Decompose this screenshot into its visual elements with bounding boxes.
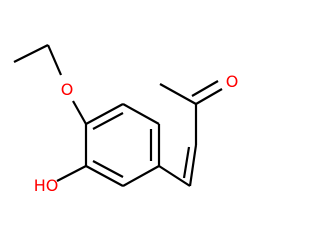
structure-diagram: O HO O xyxy=(13,44,239,195)
bond-ring-hydroxyl xyxy=(56,165,87,182)
ether-oxygen-label: O xyxy=(61,80,74,99)
bond-vinyl-double xyxy=(188,144,198,187)
ring-bond-2 xyxy=(122,103,160,125)
ring-bond-1-inner xyxy=(92,112,124,130)
molecule-canvas: O HO O xyxy=(13,44,239,195)
bond-carbonyl-methyl xyxy=(159,83,197,105)
ketone-oxygen-label: O xyxy=(226,72,239,91)
bond-ring-vinyl xyxy=(158,165,191,187)
ring-bond-4 xyxy=(122,165,160,187)
ring-bond-1 xyxy=(85,103,124,125)
bond-methyl-ethyl xyxy=(13,44,49,63)
ring-bond-5 xyxy=(85,165,124,187)
bond-ethyl-ether-oxygen xyxy=(46,44,63,76)
hydroxyl-label: HO xyxy=(34,176,59,195)
bond-carbonyl-oxygen-second xyxy=(191,80,219,97)
bond-carbonyl-oxygen xyxy=(195,88,223,105)
ring-bond-5-inner xyxy=(92,160,124,178)
bond-ether-oxygen-ring xyxy=(72,100,87,125)
bond-vinyl-double-inner xyxy=(182,146,191,179)
